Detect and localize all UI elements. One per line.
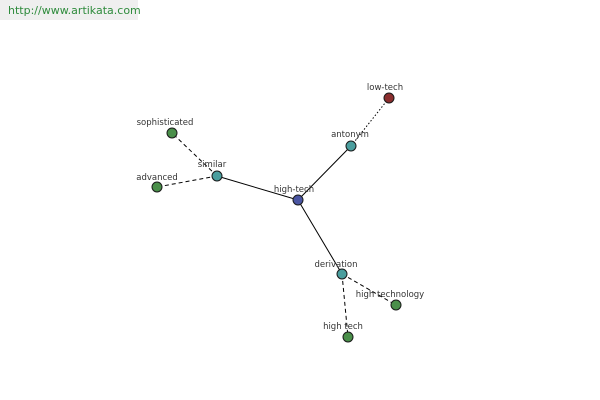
- node-label-advanced[interactable]: advanced: [136, 173, 178, 183]
- edge-similar-to-advanced: [156, 175, 218, 188]
- node-label-high-tech-2[interactable]: high tech: [323, 322, 363, 332]
- node-derivation[interactable]: [336, 268, 348, 280]
- nodes-layer: [151, 92, 402, 343]
- node-label-sophisticated[interactable]: sophisticated: [137, 118, 194, 128]
- node-label-similar[interactable]: similar: [198, 160, 227, 170]
- edge-high-tech-to-similar: [216, 175, 299, 201]
- edge-similar-to-sophisticated: [171, 132, 218, 177]
- node-high-tech-2[interactable]: [342, 331, 354, 343]
- node-similar[interactable]: [211, 170, 223, 182]
- node-label-high-tech[interactable]: high-tech: [274, 185, 314, 195]
- edge-derivation-to-high-technology: [341, 273, 397, 306]
- node-sophisticated[interactable]: [166, 127, 178, 139]
- edges-layer: [156, 97, 397, 338]
- node-low-tech[interactable]: [383, 92, 395, 104]
- node-label-low-tech[interactable]: low-tech: [367, 83, 403, 93]
- node-antonym[interactable]: [345, 140, 357, 152]
- node-high-technology[interactable]: [390, 299, 402, 311]
- edge-derivation-to-high-tech-2: [341, 273, 349, 338]
- edge-high-tech-to-derivation: [297, 199, 343, 275]
- edge-high-tech-to-antonym: [297, 145, 352, 201]
- node-high-tech[interactable]: [292, 194, 304, 206]
- labels-layer: high-tech similar antonym derivation sophist…: [136, 83, 424, 332]
- node-label-high-technology[interactable]: high technology: [356, 290, 424, 300]
- node-label-antonym[interactable]: antonym: [331, 130, 369, 140]
- source-url[interactable]: http://www.artikata.com: [0, 0, 141, 20]
- node-advanced[interactable]: [151, 181, 163, 193]
- node-label-derivation[interactable]: derivation: [314, 260, 357, 270]
